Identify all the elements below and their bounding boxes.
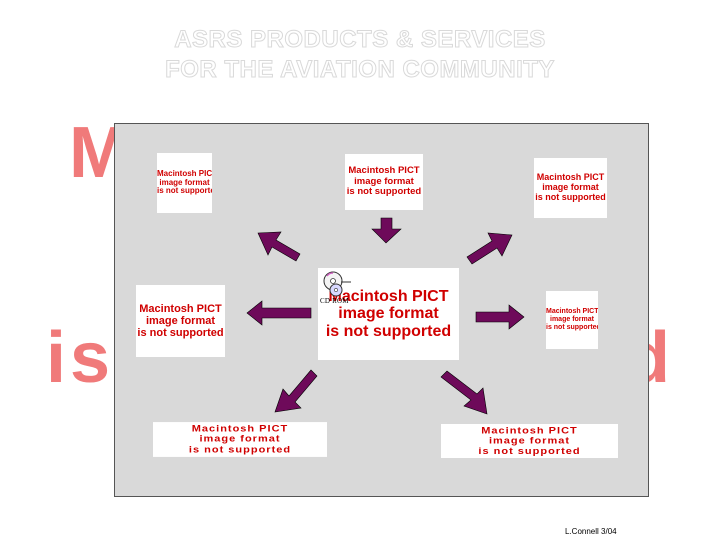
placeholder-text: Macintosh PICT bbox=[191, 424, 289, 435]
placeholder-text: Macintosh PICT bbox=[348, 165, 420, 177]
placeholder-text: is not supported bbox=[137, 327, 224, 340]
placeholder-text: Macintosh PICT bbox=[157, 168, 212, 178]
placeholder-text: image format bbox=[354, 175, 414, 187]
placeholder-text: is not supported bbox=[535, 191, 606, 202]
placeholder-text: Macintosh PICT bbox=[546, 308, 598, 316]
arrow-icon bbox=[371, 217, 402, 244]
placeholder-text: is not supported bbox=[325, 322, 452, 340]
cdrom-label: CD ROM bbox=[320, 297, 349, 305]
slide-title-line-2: FOR THE AVIATION COMMUNITY bbox=[165, 56, 555, 84]
cdrom-icon bbox=[323, 271, 351, 297]
placeholder-text: is not supported bbox=[478, 446, 581, 457]
placeholder-text: Macintosh PICT bbox=[328, 287, 449, 305]
placeholder-text: image format bbox=[542, 182, 599, 193]
arrow-icon bbox=[440, 370, 488, 415]
placeholder-text: Macintosh PICT bbox=[536, 172, 605, 183]
slide-title-line-1: ASRS PRODUCTS & SERVICES bbox=[174, 26, 546, 54]
placeholder-text: Macintosh PICT bbox=[139, 302, 222, 315]
placeholder-text: image format bbox=[488, 435, 571, 447]
arrow-icon bbox=[246, 300, 312, 326]
arrow-icon bbox=[274, 369, 318, 413]
placeholder-image-top-left: Macintosh PICT image format is not suppo… bbox=[157, 153, 212, 213]
placeholder-image-middle-left: Macintosh PICT image format is not suppo… bbox=[136, 285, 225, 357]
placeholder-image-top-right: Macintosh PICT image format is not suppo… bbox=[534, 158, 607, 218]
placeholder-text: image format bbox=[159, 177, 210, 187]
placeholder-image-top-center: Macintosh PICT image format is not suppo… bbox=[345, 154, 423, 210]
placeholder-image-bottom-right: Macintosh PICT image format is not suppo… bbox=[441, 424, 618, 458]
placeholder-text: image format bbox=[145, 314, 216, 327]
arrow-icon bbox=[475, 304, 525, 330]
placeholder-image-bottom-left: Macintosh PICT image format is not suppo… bbox=[153, 422, 327, 457]
arrow-icon bbox=[257, 231, 301, 262]
placeholder-text: is not supported bbox=[546, 323, 598, 331]
placeholder-text: image format bbox=[199, 434, 281, 445]
placeholder-text: image format bbox=[550, 316, 594, 324]
placeholder-text: is not supported bbox=[346, 186, 422, 198]
placeholder-image-middle-right: Macintosh PICT image format is not suppo… bbox=[546, 291, 598, 349]
placeholder-text: Macintosh PICT bbox=[481, 425, 578, 436]
footer-credit: L.Connell 3/04 bbox=[565, 527, 617, 536]
placeholder-text: is not supported bbox=[157, 186, 212, 196]
placeholder-text: image format bbox=[338, 305, 439, 323]
arrow-icon bbox=[466, 232, 513, 265]
placeholder-text: is not supported bbox=[188, 444, 292, 455]
